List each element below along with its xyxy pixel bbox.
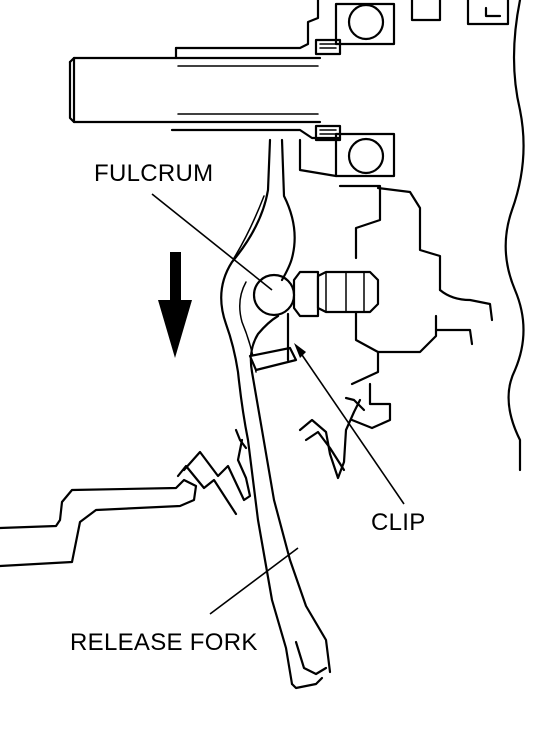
release-fork	[220, 138, 332, 690]
pushrod-bracket	[0, 478, 198, 568]
input-shaft	[68, 46, 342, 140]
fulcrum-bolt	[252, 270, 380, 318]
arrow-down-icon	[158, 252, 192, 358]
clip-leader-arrow	[294, 343, 405, 505]
return-spring	[176, 396, 366, 516]
release-fork-label: RELEASE FORK	[70, 629, 258, 656]
lower-bearing	[298, 124, 396, 178]
upper-bearing	[314, 2, 396, 56]
fulcrum-leader-line	[151, 193, 273, 291]
transmission-housing	[174, 0, 525, 472]
fulcrum-label: FULCRUM	[94, 160, 213, 187]
clip-label: CLIP	[371, 509, 426, 536]
release-fork-leader-line	[209, 547, 299, 615]
